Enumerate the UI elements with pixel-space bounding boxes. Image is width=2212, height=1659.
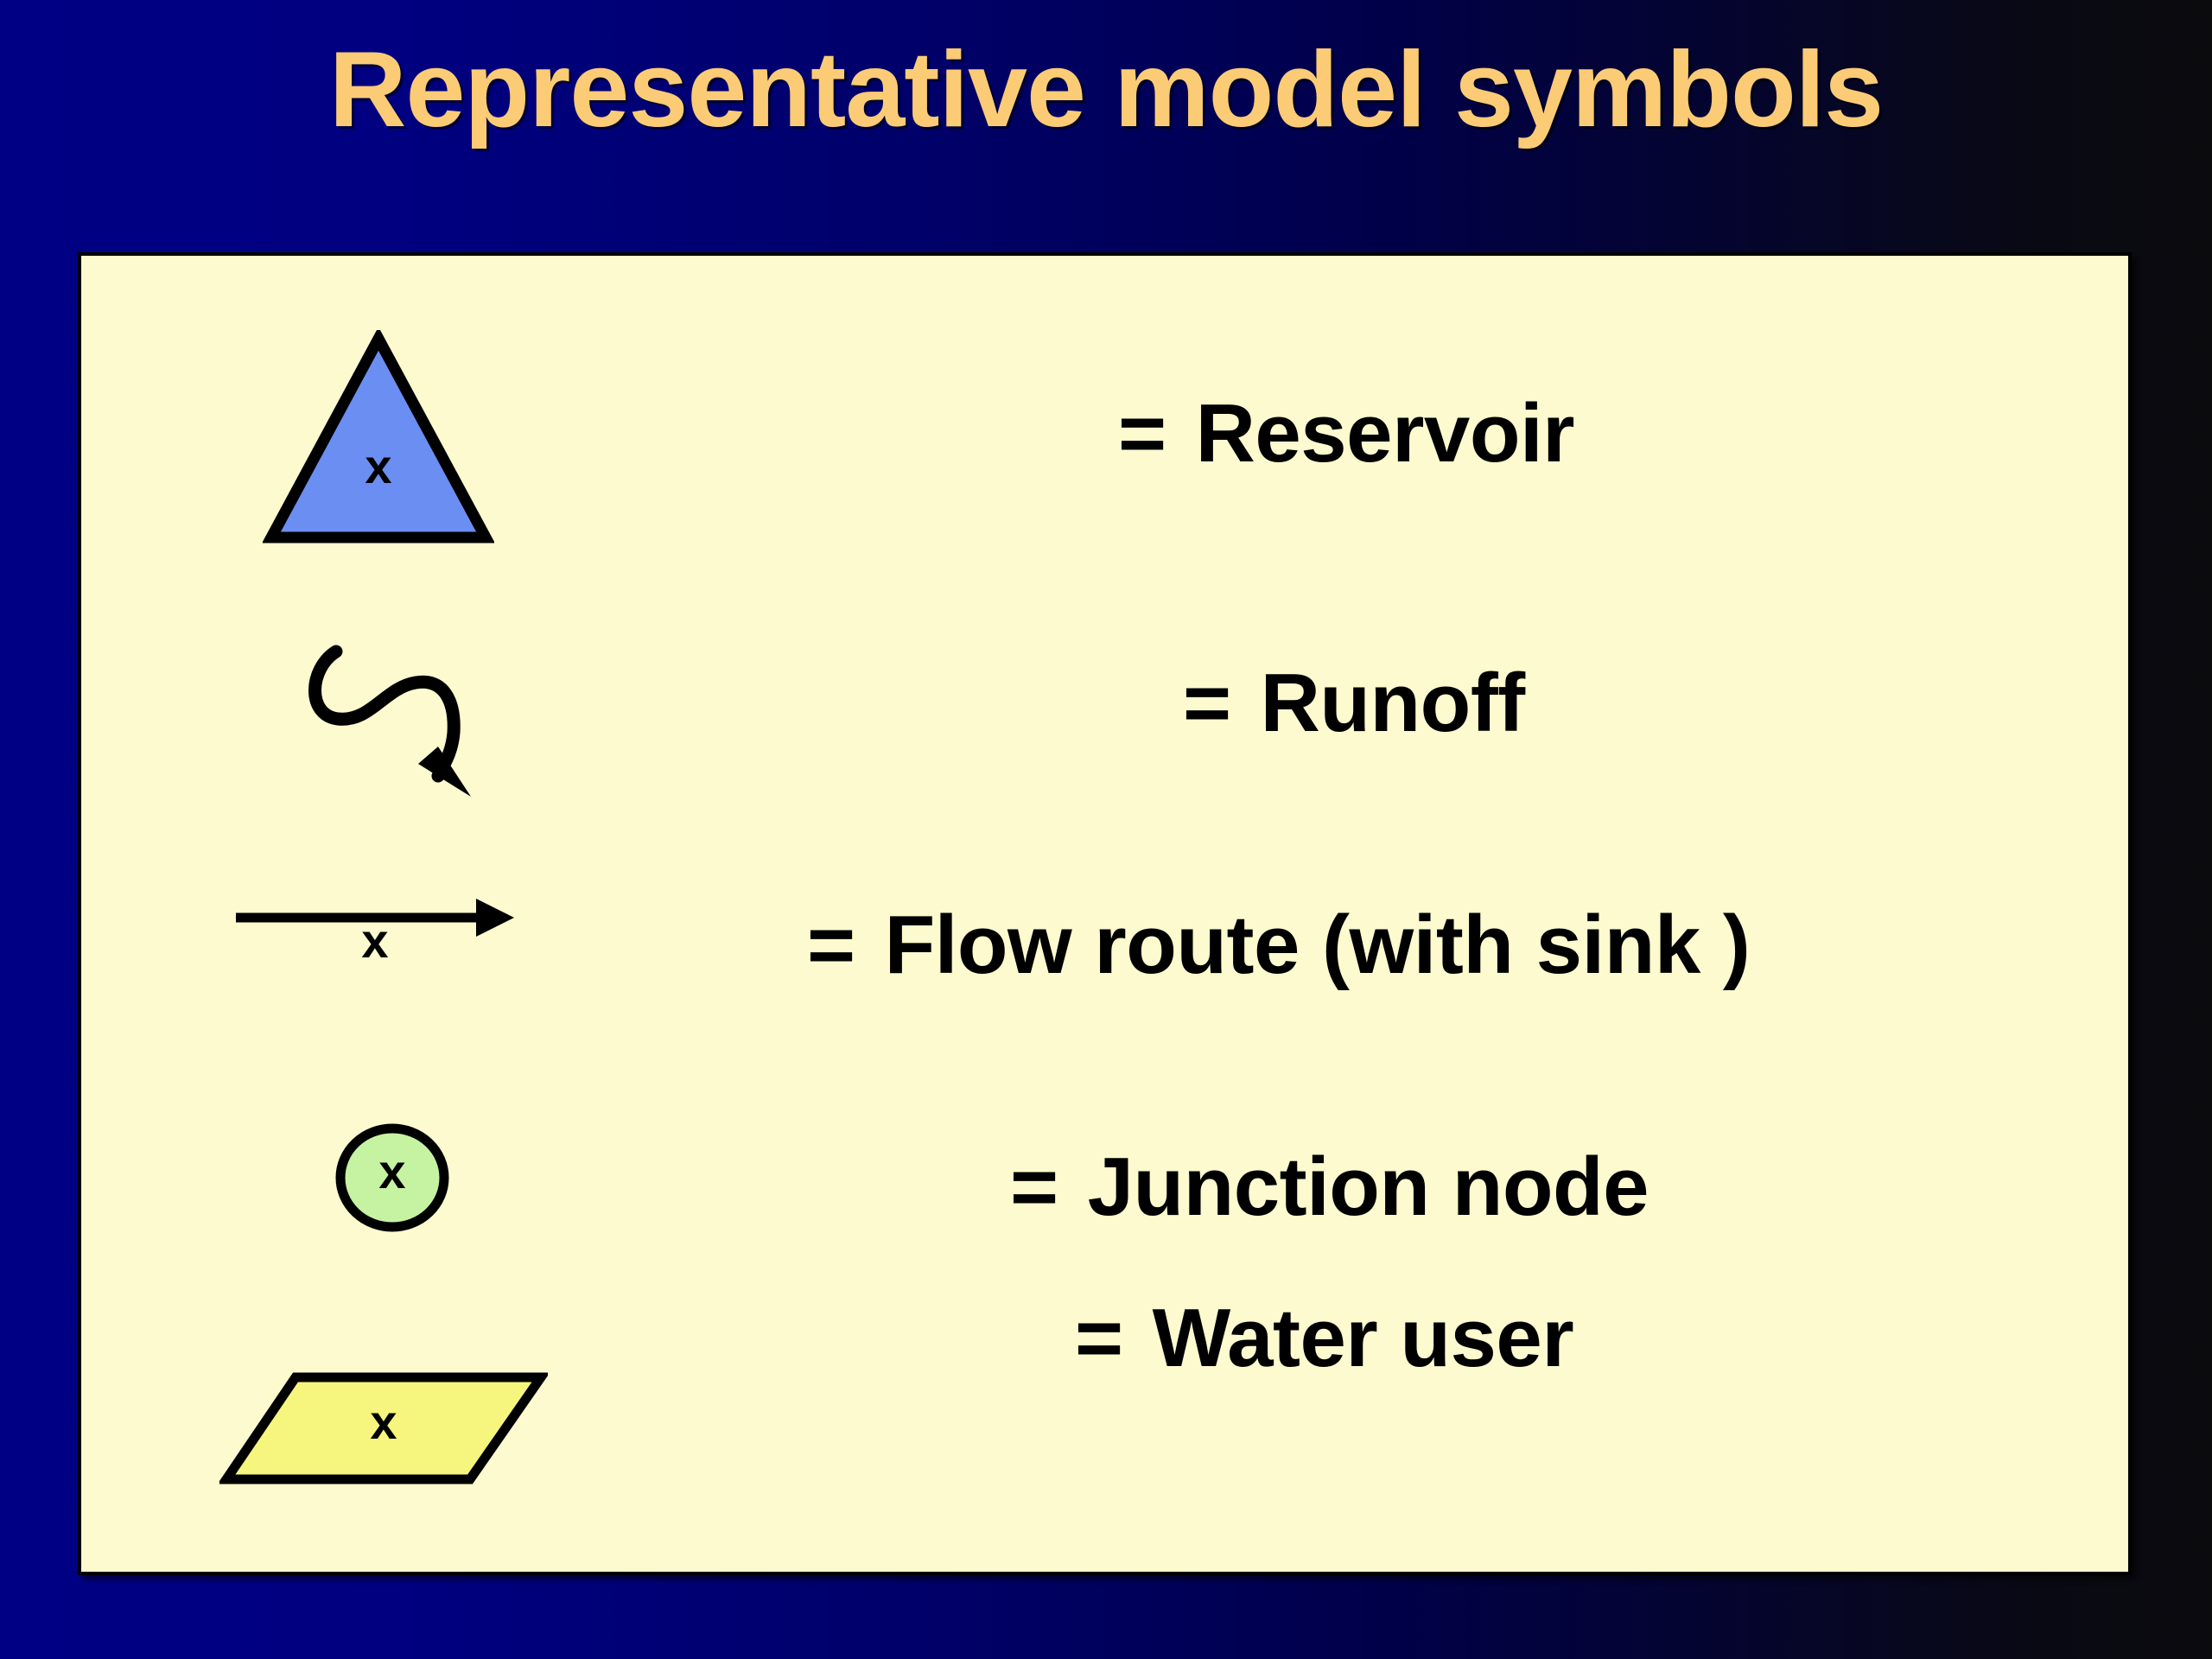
equals-sign: = bbox=[807, 899, 855, 991]
junction-node-label: =Junction node bbox=[1010, 1146, 1649, 1229]
flow-route-label-text: Flow route (with sink ) bbox=[884, 899, 1751, 991]
junction-node-symbol-label: x bbox=[378, 1144, 406, 1198]
junction-node-label-text: Junction node bbox=[1087, 1141, 1649, 1233]
water-user-symbol-label: x bbox=[370, 1395, 397, 1449]
junction-node-circle-icon bbox=[332, 1120, 453, 1241]
equals-sign: = bbox=[1010, 1141, 1058, 1233]
legend-panel: x =Reservoir =Runoff bbox=[78, 252, 2132, 1575]
water-user-label: =Water user bbox=[1075, 1297, 1574, 1380]
flow-route-label: =Flow route (with sink ) bbox=[807, 904, 1751, 987]
runoff-squiggle-arrow-icon bbox=[302, 636, 561, 822]
flow-route-symbol-label: x bbox=[361, 913, 389, 968]
water-user-parallelogram-icon bbox=[217, 1370, 550, 1491]
runoff-label: =Runoff bbox=[1183, 662, 1525, 745]
page-title: Representative model symbols bbox=[328, 30, 1884, 149]
flow-route-arrow-icon bbox=[232, 895, 518, 951]
equals-sign: = bbox=[1118, 387, 1166, 480]
reservoir-symbol-label: x bbox=[365, 439, 392, 493]
runoff-label-text: Runoff bbox=[1260, 657, 1526, 749]
reservoir-triangle-icon bbox=[262, 327, 495, 550]
reservoir-label: =Reservoir bbox=[1118, 392, 1574, 475]
reservoir-label-text: Reservoir bbox=[1195, 387, 1575, 480]
equals-sign: = bbox=[1183, 657, 1231, 749]
water-user-label-text: Water user bbox=[1152, 1292, 1574, 1384]
equals-sign: = bbox=[1075, 1292, 1123, 1384]
